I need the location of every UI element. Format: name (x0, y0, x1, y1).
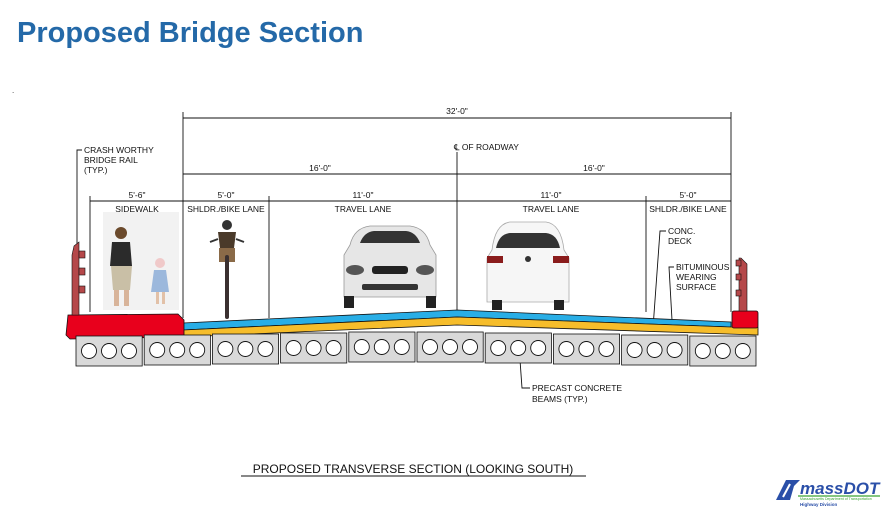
beam-void (714, 343, 731, 359)
segment-label: SHLDR./BIKE LANE (649, 204, 727, 214)
beam-void (393, 339, 410, 355)
precast-beam (280, 332, 348, 364)
bullet-mark: . (12, 86, 15, 95)
right-curb (731, 310, 759, 329)
centerline: ℄ OF ROADWAY (453, 142, 519, 310)
beam-void (462, 339, 478, 355)
beam-void (257, 341, 274, 357)
segment-bike-lane-left: 5'-0" SHLDR./BIKE LANE (187, 190, 265, 214)
section-caption: PROPOSED TRANSVERSE SECTION (LOOKING SOU… (253, 462, 574, 476)
precast-beam (75, 335, 143, 367)
beam-void (305, 340, 322, 356)
beam-void (510, 340, 527, 356)
callout-line: WEARING (676, 272, 717, 282)
logo-line2: Highway Division (800, 502, 838, 507)
segment-sidewalk: 5'-6" SIDEWALK (115, 190, 159, 214)
callout-line: BEAMS (TYP.) (532, 394, 588, 404)
precast-beam (143, 334, 211, 366)
beam-void (121, 343, 137, 359)
precast-beam (553, 333, 621, 365)
beam-void (169, 342, 186, 358)
callout-line: (TYP.) (84, 165, 108, 175)
overall-width-label: 32'-0" (446, 106, 468, 116)
beam-void (646, 342, 663, 358)
beam-void (285, 340, 302, 356)
beam-void (558, 341, 575, 357)
segment-width: 5'-0" (218, 190, 235, 200)
callout-line: CONC. (668, 226, 695, 236)
precast-beam (621, 334, 689, 366)
beam-void (237, 341, 254, 357)
beam-void (530, 340, 547, 356)
segment-width: 11'-0" (352, 190, 373, 200)
precast-beam (689, 335, 757, 367)
pedestrians-image (103, 212, 179, 310)
beam-void (490, 340, 507, 356)
slide-title: Proposed Bridge Section (17, 17, 364, 49)
segment-travel-lane-right: 11'-0" TRAVEL LANE (523, 190, 580, 214)
beam-void (598, 341, 615, 357)
callout-precast-beams: PRECAST CONCRETE BEAMS (TYP.) (519, 359, 622, 404)
segment-width: 5'-6" (129, 190, 146, 200)
beam-void (694, 343, 711, 359)
precast-beam (484, 332, 552, 364)
beam-void (422, 339, 438, 355)
beam-void (325, 340, 342, 356)
callout-line: BITUMINOUS (676, 262, 730, 272)
precast-beam (348, 331, 416, 363)
segment-label: TRAVEL LANE (335, 204, 392, 214)
segment-width: 5'-0" (680, 190, 697, 200)
callout-conc-deck: CONC. DECK (652, 226, 695, 329)
segment-label: TRAVEL LANE (523, 204, 580, 214)
beam-void (578, 341, 595, 357)
segment-travel-lane-left: 11'-0" TRAVEL LANE (335, 190, 392, 214)
callout-bridge-rail: CRASH WORTHY BRIDGE RAIL (TYP.) (76, 145, 154, 250)
logo-name: massDOT (800, 479, 881, 498)
car-front-image (343, 225, 437, 308)
segment-width: 11'-0" (540, 190, 561, 200)
segment-label: SHLDR./BIKE LANE (187, 204, 265, 214)
precast-beam (211, 333, 279, 365)
beam-void (353, 339, 370, 355)
beam-void (189, 342, 206, 358)
beam-void (149, 342, 166, 358)
beam-void (81, 343, 97, 359)
beam-void (442, 339, 458, 355)
precast-beam (416, 331, 484, 363)
beam-void (101, 343, 117, 359)
beam-void (217, 341, 234, 357)
half-width-left: 16'-0" (309, 163, 331, 173)
right-bridge-rail (735, 257, 748, 312)
segment-label: SIDEWALK (115, 204, 159, 214)
callout-line: CRASH WORTHY (84, 145, 154, 155)
callout-line: DECK (668, 236, 692, 246)
segment-bike-lane-right: 5'-0" SHLDR./BIKE LANE (649, 190, 727, 214)
logo-line1: Massachusetts Department of Transportati… (800, 497, 872, 501)
centerline-label: ℄ OF ROADWAY (453, 142, 519, 152)
massdot-logo: massDOT Massachusetts Department of Tran… (776, 479, 881, 507)
callout-line: PRECAST CONCRETE (532, 383, 622, 393)
callout-line: BRIDGE RAIL (84, 155, 138, 165)
precast-concrete-beams (75, 331, 757, 367)
beam-void (734, 343, 751, 359)
left-bridge-rail (71, 241, 86, 316)
cyclist-image (209, 220, 245, 319)
beam-void (666, 342, 683, 358)
beam-void (373, 339, 390, 355)
beam-void (626, 342, 643, 358)
overall-dimension: 32'-0" (182, 106, 732, 318)
callout-line: SURFACE (676, 282, 716, 292)
callout-wearing-surface: BITUMINOUS WEARING SURFACE (668, 262, 730, 321)
half-width-right: 16'-0" (583, 163, 605, 173)
car-rear-image (486, 221, 570, 310)
